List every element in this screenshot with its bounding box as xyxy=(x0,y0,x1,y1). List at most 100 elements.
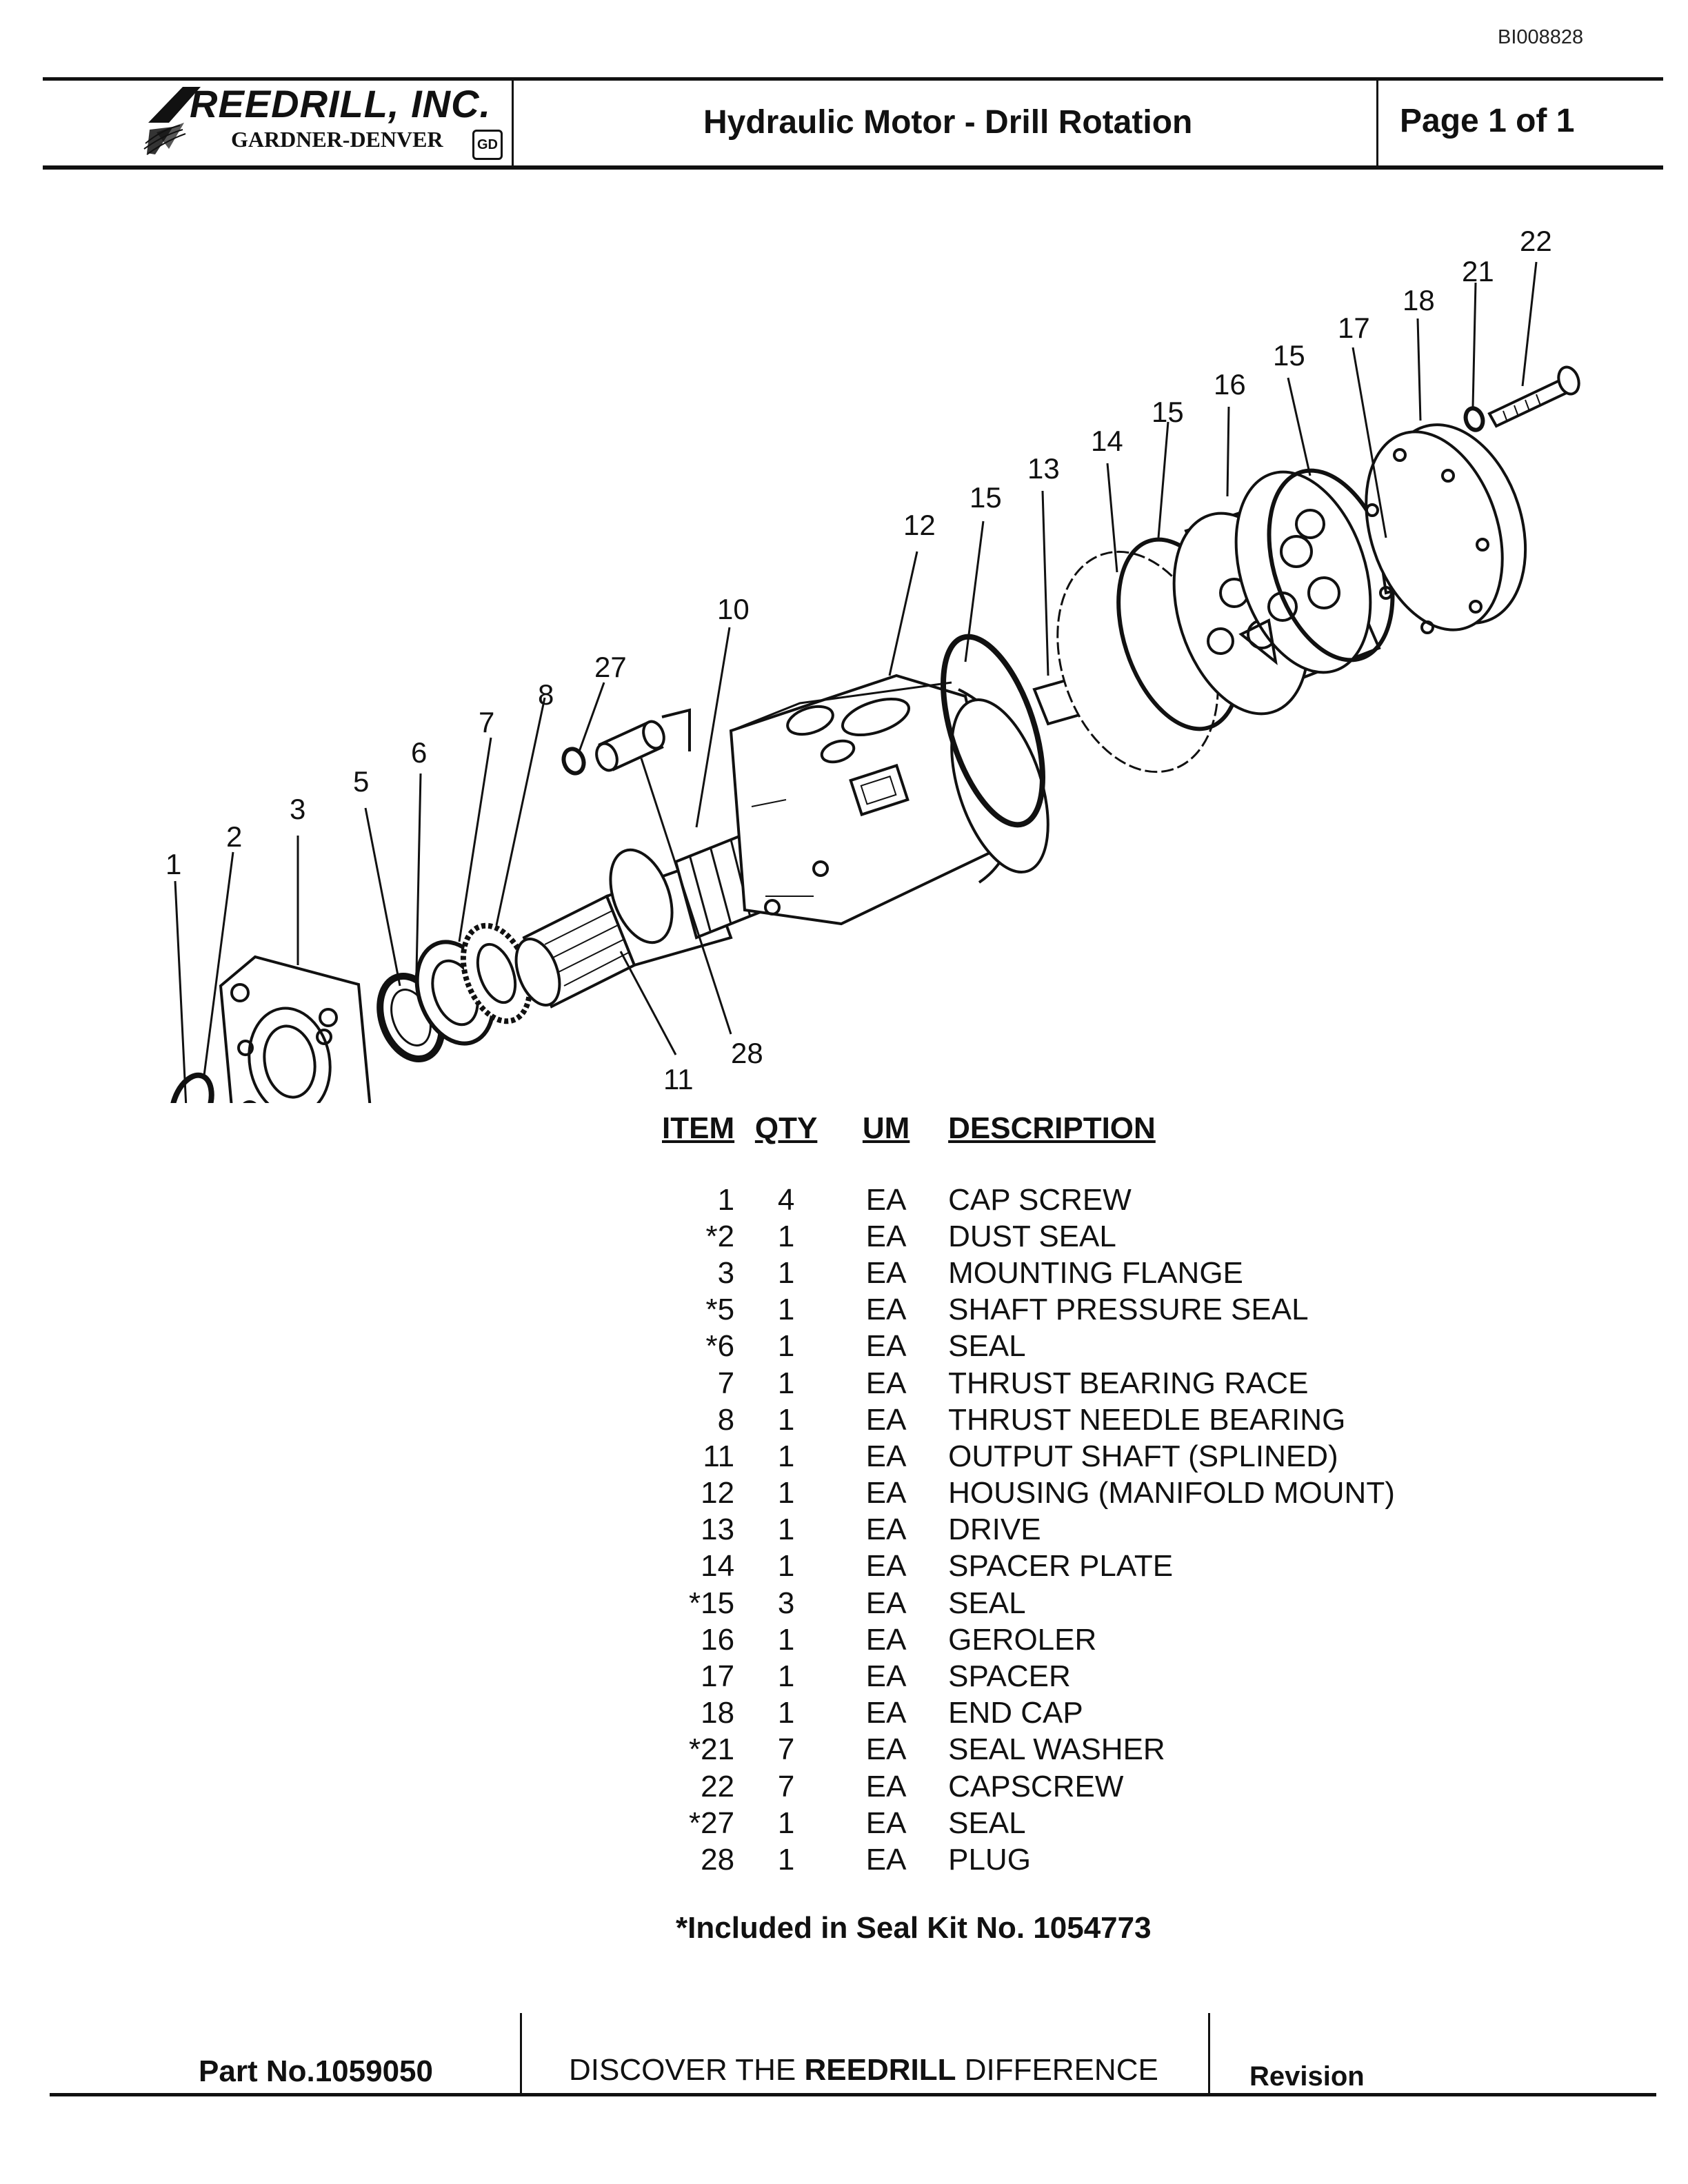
description-cell: SEAL WASHER xyxy=(948,1732,1165,1767)
slogan-brand: REEDRILL xyxy=(804,2053,956,2087)
description-cell: DRIVE xyxy=(948,1513,1041,1547)
unit-cell: EA xyxy=(865,1402,907,1437)
callout-1: 1 xyxy=(165,848,181,880)
callout-22: 22 xyxy=(1520,225,1552,257)
page-indicator: Page 1 of 1 xyxy=(1400,103,1575,139)
seal-27-part xyxy=(561,747,586,776)
callout-7: 7 xyxy=(479,706,494,738)
quantity-cell: 4 xyxy=(777,1182,795,1217)
item-number-cell: 13 xyxy=(701,1513,735,1547)
unit-cell: EA xyxy=(865,1366,907,1400)
item-number-cell: *5 xyxy=(705,1293,735,1327)
item-number-cell: 8 xyxy=(717,1402,735,1437)
callout-15b: 15 xyxy=(1152,396,1184,428)
quantity-cell: 1 xyxy=(777,1293,795,1327)
item-number-cell: 22 xyxy=(701,1769,735,1803)
description-cell: SPACER xyxy=(948,1659,1071,1694)
quantity-cell: 1 xyxy=(777,1622,795,1657)
quantity-cell: 1 xyxy=(777,1329,795,1364)
callout-17: 17 xyxy=(1338,312,1370,344)
item-number-cell: 17 xyxy=(701,1659,735,1694)
callout-27: 27 xyxy=(594,651,627,683)
item-number-cell: 16 xyxy=(701,1622,735,1657)
unit-cell: EA xyxy=(865,1329,907,1364)
item-number-cell: *6 xyxy=(705,1329,735,1364)
table-row: *6 1 EA SEAL xyxy=(662,1328,1395,1365)
quantity-cell: 1 xyxy=(777,1402,795,1437)
table-header-row: ITEM QTY UM DESCRIPTION xyxy=(662,1111,1395,1182)
unit-cell: EA xyxy=(865,1806,907,1840)
item-number-cell: 12 xyxy=(701,1476,735,1510)
item-number-cell: 28 xyxy=(701,1842,735,1877)
table-row: *2 1 EA DUST SEAL xyxy=(662,1218,1395,1255)
logo-swirl-icon xyxy=(143,87,201,155)
slogan-prefix: DISCOVER THE xyxy=(569,2053,805,2087)
unit-cell: EA xyxy=(865,1696,907,1730)
unit-cell: EA xyxy=(865,1293,907,1327)
callout-6: 6 xyxy=(411,736,427,769)
end-cap-part xyxy=(1365,423,1527,634)
column-header-description: DESCRIPTION xyxy=(948,1111,1156,1145)
description-cell: END CAP xyxy=(948,1696,1083,1730)
header-divider-right xyxy=(1376,79,1378,167)
unit-cell: EA xyxy=(865,1476,907,1510)
description-cell: SEAL xyxy=(948,1586,1026,1620)
callout-2: 2 xyxy=(226,820,242,853)
quantity-cell: 1 xyxy=(777,1219,795,1253)
footer-divider-left xyxy=(520,2013,522,2094)
footer-rule xyxy=(50,2093,1656,2096)
part-number: Part No.1059050 xyxy=(199,2054,433,2088)
unit-cell: EA xyxy=(865,1732,907,1767)
quantity-cell: 1 xyxy=(777,1806,795,1840)
callout-10: 10 xyxy=(717,593,750,625)
unit-cell: EA xyxy=(865,1219,907,1253)
description-cell: MOUNTING FLANGE xyxy=(948,1255,1243,1290)
unit-cell: EA xyxy=(865,1513,907,1547)
column-header-item: ITEM xyxy=(662,1111,735,1145)
quantity-cell: 7 xyxy=(777,1769,795,1803)
item-number-cell: 14 xyxy=(701,1549,735,1584)
item-number-cell: 11 xyxy=(703,1439,735,1473)
description-cell: SEAL xyxy=(948,1806,1026,1840)
description-cell: GEROLER xyxy=(948,1622,1097,1657)
logo-wordmark: REEDRILL, INC. xyxy=(190,82,492,125)
table-row: 8 1 EA THRUST NEEDLE BEARING xyxy=(662,1402,1395,1438)
description-cell: THRUST NEEDLE BEARING xyxy=(948,1402,1346,1437)
callout-12: 12 xyxy=(903,509,936,541)
exploded-diagram: 1 2 3 5 6 7 8 27 10 12 15 13 14 15 16 15… xyxy=(165,225,1580,1103)
item-number-cell: *2 xyxy=(705,1219,735,1253)
unit-cell: EA xyxy=(865,1182,907,1217)
callout-28: 28 xyxy=(731,1037,763,1069)
description-cell: HOUSING (MANIFOLD MOUNT) xyxy=(948,1476,1395,1510)
table-row: 17 1 EA SPACER xyxy=(662,1658,1395,1695)
item-number-cell: *21 xyxy=(689,1732,735,1767)
capscrew-part xyxy=(1487,365,1580,428)
description-cell: SHAFT PRESSURE SEAL xyxy=(948,1293,1309,1327)
seal-15-part xyxy=(941,634,1045,828)
logo-subtitle: GARDNER-DENVER xyxy=(231,127,443,152)
item-number-cell: 7 xyxy=(717,1366,735,1400)
description-cell: DUST SEAL xyxy=(948,1219,1116,1253)
unit-cell: EA xyxy=(865,1659,907,1694)
output-shaft-part xyxy=(514,832,767,1009)
quantity-cell: 1 xyxy=(777,1696,795,1730)
table-row: 12 1 EA HOUSING (MANIFOLD MOUNT) xyxy=(662,1475,1395,1512)
callout-labels: 1 2 3 5 6 7 8 27 10 12 15 13 14 15 16 15… xyxy=(165,225,1552,1095)
seal-kit-note: *Included in Seal Kit No. 1054773 xyxy=(676,1911,1152,1945)
unit-cell: EA xyxy=(865,1439,907,1473)
header-top-rule xyxy=(43,77,1663,81)
unit-cell: EA xyxy=(865,1622,907,1657)
quantity-cell: 1 xyxy=(777,1659,795,1694)
quantity-cell: 1 xyxy=(777,1476,795,1510)
description-cell: SEAL xyxy=(948,1329,1026,1364)
footer-divider-right xyxy=(1208,2013,1210,2094)
callout-16: 16 xyxy=(1214,368,1246,401)
